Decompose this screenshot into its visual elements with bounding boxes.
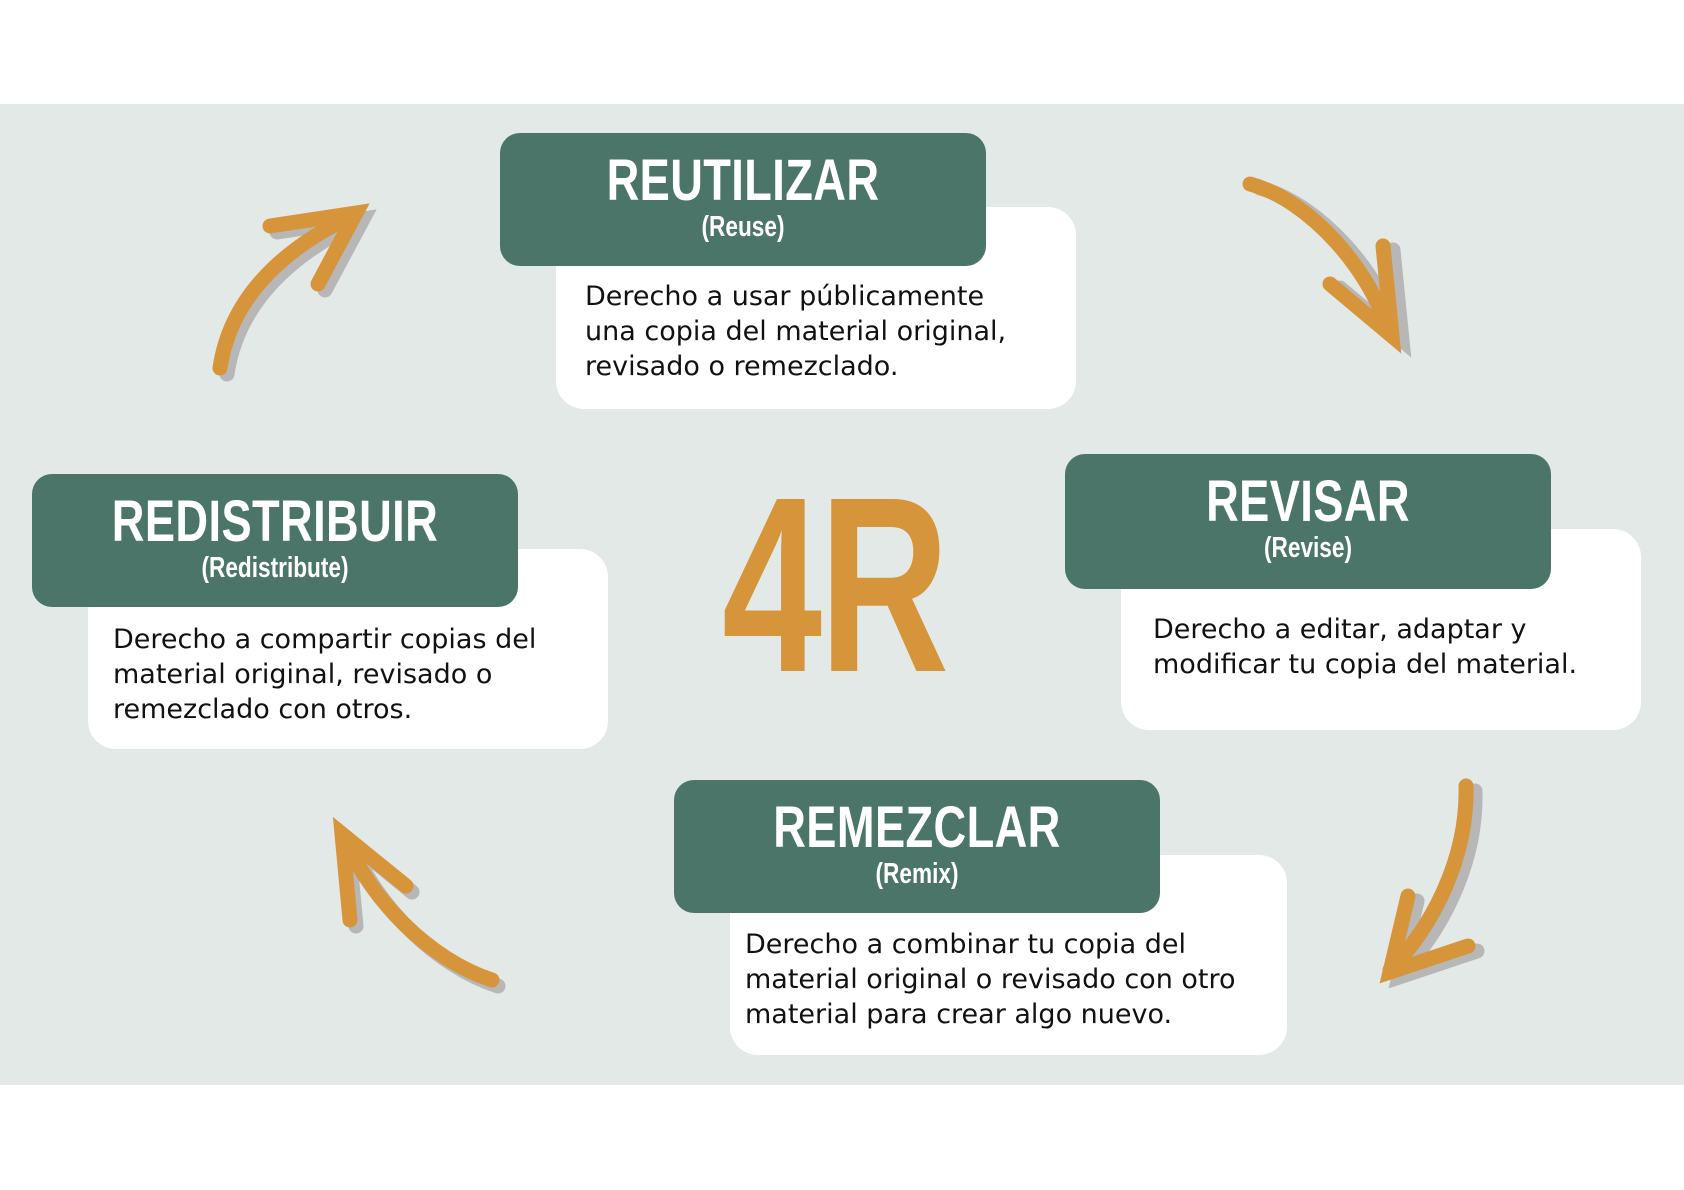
remix-subtitle: (Remix) <box>875 858 959 890</box>
revise-subtitle: (Revise) <box>1263 532 1352 564</box>
revise-description: Derecho a editar, adaptar y modificar tu… <box>1153 614 1578 680</box>
center-4r-label: 4R <box>722 445 949 724</box>
arrow-down-right-icon <box>1242 176 1412 358</box>
arrow-up-right-icon <box>212 203 377 382</box>
revise-header: REVISAR (Revise) <box>1065 454 1551 589</box>
revise-title: REVISAR <box>1206 469 1410 534</box>
redistribute-title: REDISTRIBUIR <box>111 489 439 554</box>
arrow-up-left-icon <box>332 816 506 994</box>
remix-title: REMEZCLAR <box>773 795 1061 860</box>
redistribute-header: REDISTRIBUIR (Redistribute) <box>32 474 518 607</box>
reuse-description: Derecho a usar públicamente una copia de… <box>585 281 1007 382</box>
arrow-down-left-icon <box>1379 778 1485 989</box>
redistribute-subtitle: (Redistribute) <box>201 552 349 584</box>
reuse-subtitle: (Reuse) <box>701 211 785 243</box>
reuse-header: REUTILIZAR (Reuse) <box>500 133 986 266</box>
redistribute-description: Derecho a compartir copias del material … <box>113 624 537 725</box>
reuse-title: REUTILIZAR <box>606 148 880 213</box>
remix-header: REMEZCLAR (Remix) <box>674 780 1160 913</box>
remix-description: Derecho a combinar tu copia del material… <box>745 929 1236 1030</box>
